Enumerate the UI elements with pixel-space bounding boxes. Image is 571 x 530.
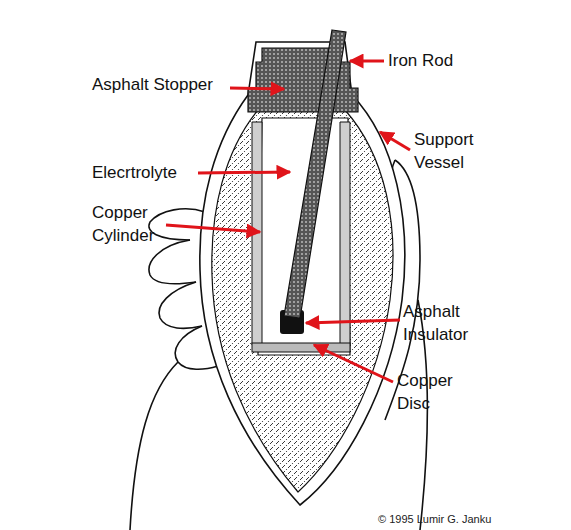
part-label: Iron Rod xyxy=(388,49,508,72)
part-label: Asphalt Stopper xyxy=(92,73,237,96)
part-label: Support Vessel xyxy=(414,128,494,174)
iron-rod xyxy=(284,30,346,318)
part-label: Elecrtrolyte xyxy=(92,161,202,184)
part-label: Copper Cylinder xyxy=(92,201,172,247)
part-label: Copper Disc xyxy=(397,369,457,415)
copyright-watermark: © 1995 Lumir G. Janku xyxy=(378,513,568,526)
copper-cylinder xyxy=(252,122,262,345)
leader-arrows xyxy=(166,61,410,382)
part-label: Asphalt Insulator xyxy=(403,300,483,346)
copper-cylinder xyxy=(340,122,350,345)
copper-disc xyxy=(252,343,350,352)
